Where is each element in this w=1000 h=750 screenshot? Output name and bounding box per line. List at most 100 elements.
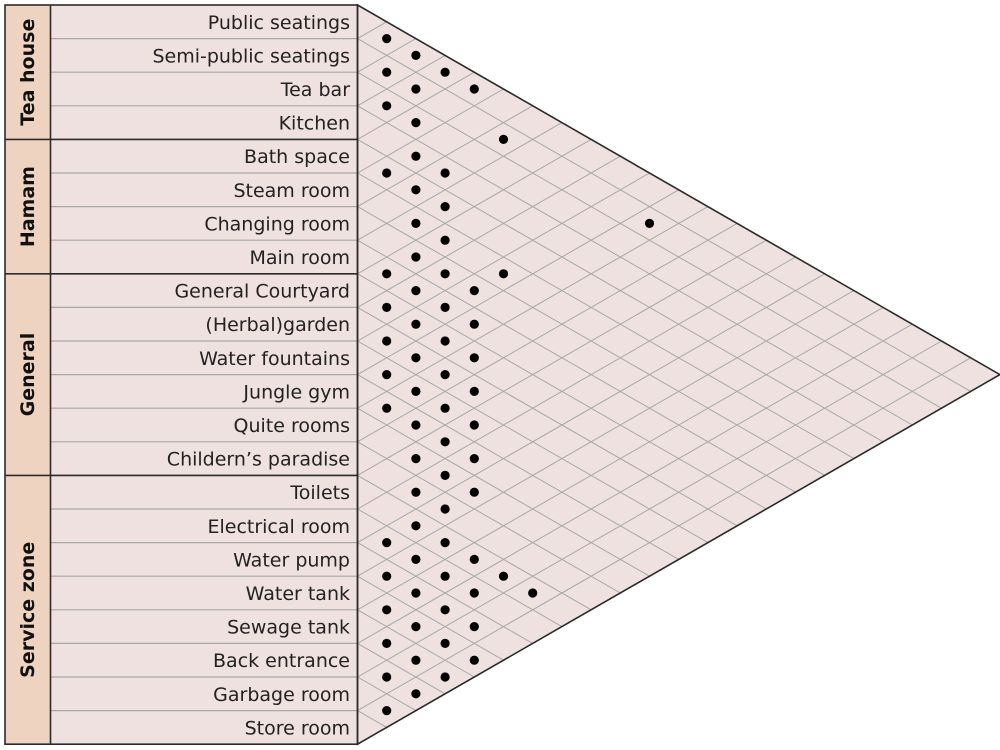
- grid-line: [357, 256, 796, 510]
- grid-line: [357, 222, 738, 443]
- row-label: Childern’s paradise: [167, 449, 350, 471]
- relation-dot: [382, 538, 392, 548]
- relation-dot: [411, 185, 421, 195]
- grid-line: [357, 38, 417, 73]
- relation-dot: [411, 84, 421, 94]
- row-label: Store room: [245, 717, 350, 739]
- row-label: Steam room: [233, 180, 350, 202]
- row-label: Public seatings: [208, 12, 350, 34]
- relation-dot: [498, 571, 509, 581]
- relation-dot: [469, 454, 479, 464]
- row-label: Tea bar: [280, 79, 350, 101]
- relation-dot: [440, 605, 450, 615]
- relation-dot: [469, 622, 479, 632]
- group-label: Hamam: [17, 166, 39, 247]
- matrix-triangle: [357, 5, 1000, 745]
- grid-line: [357, 306, 884, 611]
- row-label: Water fountains: [199, 348, 350, 370]
- relation-dot: [469, 386, 479, 396]
- grid-line: [357, 105, 913, 426]
- relation-dot: [411, 118, 421, 128]
- relation-dot: [440, 437, 450, 447]
- grid-line: [357, 441, 621, 594]
- grid-line: [357, 206, 709, 409]
- relation-dot: [440, 370, 450, 380]
- group-label: Tea house: [17, 19, 39, 126]
- row-label: Back entrance: [213, 650, 350, 672]
- grid-line: [357, 710, 387, 728]
- relation-dot: [469, 353, 479, 363]
- relation-dot: [498, 134, 509, 144]
- row-label: Water pump: [233, 549, 350, 571]
- relation-dot: [469, 487, 479, 497]
- relation-dot: [411, 151, 421, 161]
- relation-dot: [382, 67, 392, 77]
- relation-dot: [469, 655, 479, 665]
- grid-line: [357, 239, 767, 476]
- relation-dot: [382, 605, 392, 615]
- relation-dot: [382, 706, 392, 716]
- grid-line: [357, 374, 679, 560]
- row-label: Semi-public seatings: [152, 45, 350, 67]
- grid-line: [357, 508, 563, 628]
- row-label: Quite rooms: [233, 415, 350, 437]
- relation-dot: [469, 420, 479, 430]
- relation-dot: [382, 101, 392, 111]
- relation-dot: [440, 571, 450, 581]
- relation-dot: [440, 470, 450, 480]
- relation-dot: [411, 689, 421, 699]
- relation-dot: [411, 50, 421, 61]
- relation-dot: [440, 403, 450, 413]
- relation-dot: [440, 168, 450, 178]
- relation-dot: [440, 302, 450, 312]
- relation-dot: [382, 571, 392, 581]
- grid-line: [357, 290, 855, 577]
- grid-line: [357, 54, 446, 107]
- grid-line: [357, 172, 855, 460]
- relation-dot: [498, 269, 509, 279]
- row-label: Electrical room: [207, 516, 350, 538]
- relation-dot: [528, 588, 538, 598]
- grid-line: [357, 575, 504, 661]
- relation-dot: [411, 521, 421, 531]
- grid-line: [357, 138, 592, 275]
- relation-dot: [411, 622, 421, 632]
- relation-dot: [411, 386, 421, 396]
- row-label: (Herbal)garden: [205, 314, 350, 336]
- relation-dot: [411, 218, 421, 228]
- relation-dot: [382, 336, 392, 346]
- group-column: [5, 5, 51, 745]
- grid-line: [357, 239, 796, 493]
- grid-line: [357, 88, 504, 174]
- relation-dot: [411, 319, 421, 329]
- relation-dot: [440, 538, 450, 548]
- grid-line: [357, 642, 446, 695]
- row-label: Toilets: [289, 482, 350, 504]
- row-label: Kitchen: [279, 113, 350, 135]
- relation-dot: [469, 319, 479, 329]
- relation-dot: [440, 672, 450, 682]
- relation-dot: [469, 84, 479, 94]
- relation-dot: [411, 420, 421, 430]
- relation-dot: [440, 202, 450, 212]
- relation-dot: [382, 168, 392, 178]
- grid-line: [357, 306, 738, 527]
- relation-dot: [411, 454, 421, 464]
- relation-dot: [469, 588, 479, 598]
- row-label: Sewage tank: [227, 617, 350, 639]
- grid-line: [357, 122, 563, 241]
- group-label: General: [17, 333, 39, 417]
- relation-dot: [411, 252, 421, 262]
- relation-dot: [440, 67, 450, 77]
- grid-line: [357, 172, 650, 342]
- relation-dot: [411, 554, 421, 565]
- relation-dot: [411, 353, 421, 363]
- group-label: Service zone: [17, 542, 39, 678]
- row-label: Main room: [249, 247, 350, 269]
- relation-dot: [382, 638, 392, 649]
- relation-dot: [382, 302, 392, 312]
- relation-dot: [440, 638, 450, 649]
- relation-dot: [644, 218, 655, 228]
- grid-line: [357, 155, 621, 308]
- relation-dot: [411, 588, 421, 598]
